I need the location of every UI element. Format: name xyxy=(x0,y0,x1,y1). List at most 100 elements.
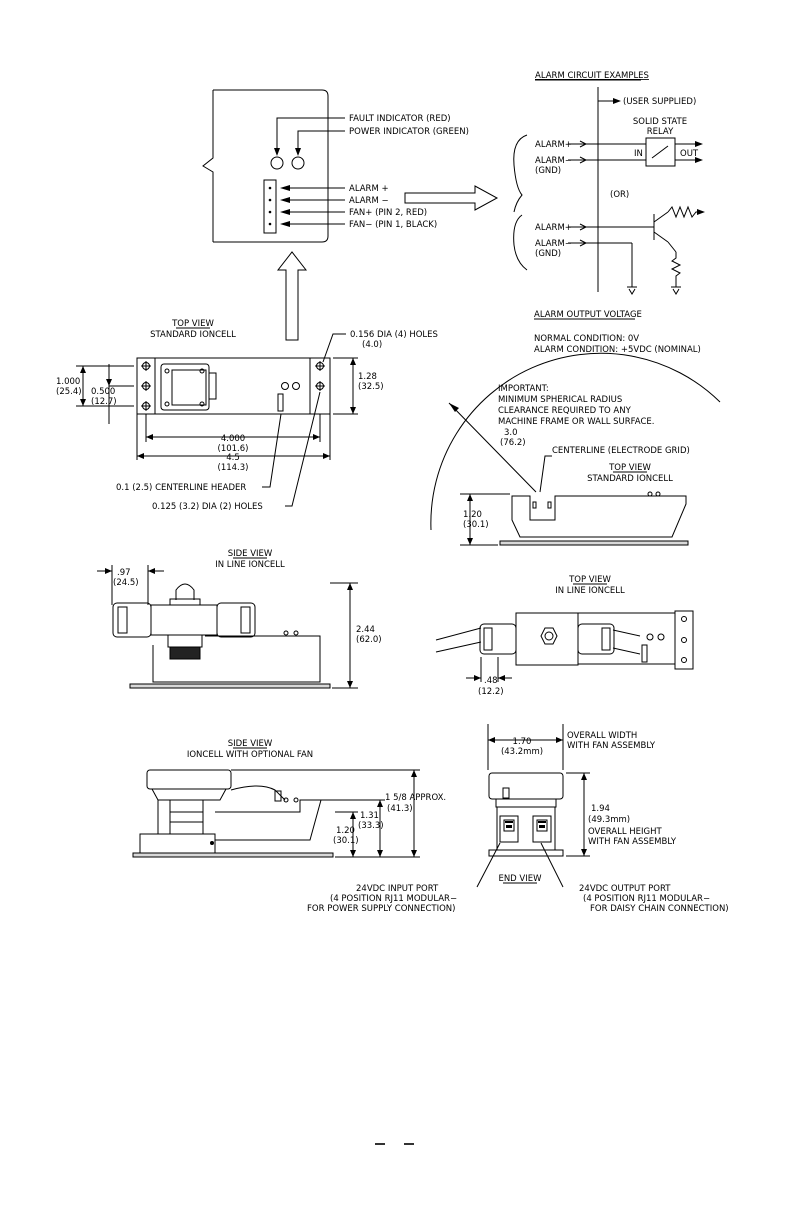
sv-fan-subtitle: IONCELL WITH OPTIONAL FAN xyxy=(187,750,313,760)
rv-body xyxy=(511,495,687,538)
radius-clearance-view: IMPORTANT: MINIMUM SPHERICAL RADIUS CLEA… xyxy=(430,352,721,546)
dim-1000-mm: (25.4) xyxy=(56,387,82,397)
alarm-circuit-title: ALARM CIRCUIT EXAMPLES xyxy=(535,71,649,81)
ev-height-mm: (49.3mm) xyxy=(588,815,630,825)
dim-244-mm: (62.0) xyxy=(356,635,382,645)
alarm-plus-1: ALARM+ xyxy=(535,140,572,150)
std-grid-housing xyxy=(160,363,210,411)
panel-break-line xyxy=(202,90,214,242)
tv-std-title: TOP VIEW xyxy=(171,319,214,329)
ev-title: END VIEW xyxy=(498,874,542,884)
output-port-label-2: (4 POSITION RJ11 MODULAR− xyxy=(583,894,710,904)
relay-label-2: RELAY xyxy=(647,127,674,137)
relay-label-1: SOLID STATE xyxy=(633,117,687,127)
relay-out-label: OUT xyxy=(680,149,699,159)
power-indicator-label: POWER INDICATOR (GREEN) xyxy=(349,127,469,137)
panel-outline xyxy=(213,89,329,243)
dim-120-mm: (30.1) xyxy=(333,836,359,846)
dim-0500: 0.500 xyxy=(91,387,115,397)
dim-97-mm: (24.5) xyxy=(113,578,139,588)
normal-condition: NORMAL CONDITION: 0V xyxy=(534,334,639,344)
dim-131-mm: (33.3) xyxy=(358,821,384,831)
alarm-output-title: ALARM OUTPUT VOLTAGE xyxy=(534,310,642,320)
clearance-arc xyxy=(430,352,721,531)
input-port-label-2: (4 POSITION RJ11 MODULAR− xyxy=(330,894,457,904)
dim-131: 1.31 xyxy=(360,811,379,821)
sv-inline-title: SIDE VIEW xyxy=(228,549,273,559)
ev-height: 1.94 xyxy=(591,804,610,814)
dim-120: 1.20 xyxy=(336,826,355,836)
relay-in-label: IN xyxy=(634,149,643,159)
centerline-header-label: 0.1 (2.5) CENTERLINE HEADER xyxy=(116,483,246,493)
alarm-minus-1: ALARM− xyxy=(535,156,572,166)
dim-0500-mm: (12.7) xyxy=(91,397,117,407)
end-view: 1.70 (43.2mm) OVERALL WIDTH WITH FAN ASS… xyxy=(307,724,729,914)
bracket-top xyxy=(513,134,528,213)
dim-45-mm: (114.3) xyxy=(218,463,249,473)
important-line-1: MINIMUM SPHERICAL RADIUS xyxy=(498,395,622,405)
tv-inline-title: TOP VIEW xyxy=(568,575,611,585)
power-led xyxy=(291,156,305,170)
rv-height-mm: (30.1) xyxy=(463,520,489,530)
alarm-output-voltage: ALARM OUTPUT VOLTAGE NORMAL CONDITION: 0… xyxy=(534,310,701,355)
centerline-electrode-label: CENTERLINE (ELECTRODE GRID) xyxy=(552,446,690,456)
holes-125-label: 0.125 (3.2) DIA (2) HOLES xyxy=(152,502,263,512)
header-connector xyxy=(263,179,277,234)
top-view-standard-ioncell: TOP VIEW STANDARD IONCELL 0.156 DIA (4) … xyxy=(56,319,438,512)
alarm-plus-2: ALARM+ xyxy=(535,223,572,233)
ev-width-label-1: OVERALL WIDTH xyxy=(567,731,637,741)
sv-fan-title: SIDE VIEW xyxy=(228,739,273,749)
dim-4000-mm: (101.6) xyxy=(218,444,249,454)
fault-led xyxy=(270,156,284,170)
alarm-minus-2: ALARM− xyxy=(535,239,572,249)
connector-detail: FAULT INDICATOR (RED) POWER INDICATOR (G… xyxy=(202,89,499,341)
dim-45: 4.5 xyxy=(226,453,240,463)
led-dome xyxy=(175,583,195,600)
hollow-arrow-right xyxy=(404,185,499,211)
ev-height-label-2: WITH FAN ASSEMBLY xyxy=(588,837,677,847)
important-label: IMPORTANT: xyxy=(498,384,549,394)
rv-height: 1.20 xyxy=(463,510,482,520)
dim-158-mm: (41.3) xyxy=(387,804,413,814)
rv-base-plate xyxy=(499,540,689,546)
hollow-arrow-up xyxy=(276,251,308,341)
important-line-2: CLEARANCE REQUIRED TO ANY xyxy=(498,406,632,416)
dim-158: 1 5/8 APPROX. xyxy=(385,793,446,803)
tv-inline-subtitle: IN LINE IONCELL xyxy=(555,586,625,596)
user-supplied-label: (USER SUPPLIED) xyxy=(623,97,696,107)
alarm-condition: ALARM CONDITION: +5VDC (NOMINAL) xyxy=(534,345,701,355)
fault-indicator-label: FAULT INDICATOR (RED) xyxy=(349,114,451,124)
power-leader xyxy=(297,130,345,150)
bracket-bottom xyxy=(513,214,528,271)
side-view-fan-ioncell: SIDE VIEW IONCELL WITH OPTIONAL FAN 1 5/… xyxy=(132,739,446,858)
std-body-outline xyxy=(136,357,331,415)
input-port-label: 24VDC INPUT PORT xyxy=(356,884,439,894)
rv-title: TOP VIEW xyxy=(608,463,651,473)
ev-width-label-2: WITH FAN ASSEMBLY xyxy=(567,741,656,751)
alarm-minus-label: ALARM − xyxy=(349,196,389,206)
dim-4000: 4.000 xyxy=(221,434,245,444)
side-view-inline-ioncell: SIDE VIEW IN LINE IONCELL .97 (24.5) 2.4… xyxy=(97,549,382,689)
ev-height-label-1: OVERALL HEIGHT xyxy=(588,827,663,837)
fault-leader xyxy=(276,117,345,150)
holes-156-label: 0.156 DIA (4) HOLES xyxy=(350,330,438,340)
ev-width-mm: (43.2mm) xyxy=(501,747,543,757)
ev-width: 1.70 xyxy=(513,737,532,747)
alarm-plus-label: ALARM + xyxy=(349,184,389,194)
dim-128-mm: (32.5) xyxy=(358,382,384,392)
gnd-1: (GND) xyxy=(535,166,561,176)
input-port-label-3: FOR POWER SUPPLY CONNECTION) xyxy=(307,904,455,914)
rv-subtitle: STANDARD IONCELL xyxy=(587,474,673,484)
dim-48-mm: (12.2) xyxy=(478,687,504,697)
holes-156-mm: (4.0) xyxy=(362,340,382,350)
output-port-label: 24VDC OUTPUT PORT xyxy=(579,884,671,894)
radius-mm: (76.2) xyxy=(500,438,526,448)
tv-std-subtitle: STANDARD IONCELL xyxy=(150,330,236,340)
dim-97: .97 xyxy=(117,568,131,578)
or-label: (OR) xyxy=(610,190,629,200)
sv-inline-subtitle: IN LINE IONCELL xyxy=(215,560,285,570)
radius-value: 3.0 xyxy=(504,428,518,438)
top-view-inline-ioncell: TOP VIEW IN LINE IONCELL .48 (12.2) xyxy=(435,575,694,697)
dim-1000: 1.000 xyxy=(56,377,80,387)
